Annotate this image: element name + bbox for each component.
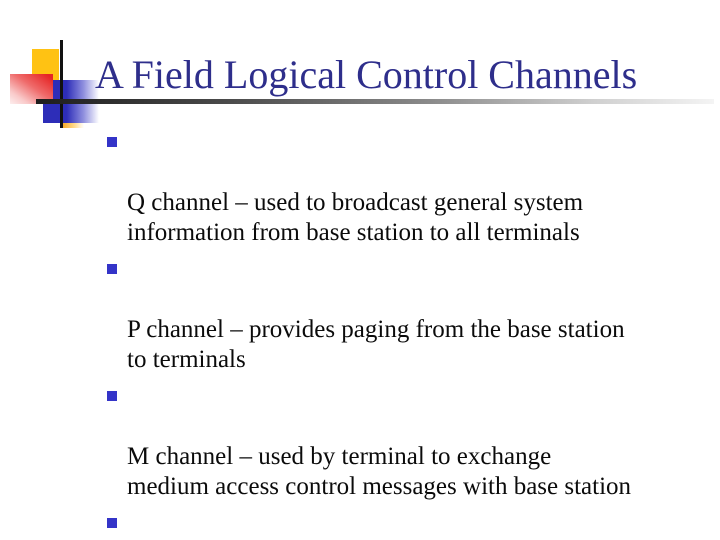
decorative-orange-square <box>62 119 84 128</box>
list-item: Q channel – used to broadcast general sy… <box>107 128 702 248</box>
list-item: P channel – provides paging from the bas… <box>107 255 702 375</box>
bullet-text: Q channel – used to broadcast general sy… <box>127 189 584 246</box>
title-divider-rule <box>36 99 714 104</box>
bullet-text: P channel – provides paging from the bas… <box>127 316 625 373</box>
bullet-square-icon <box>107 518 117 528</box>
list-item: M channel – used by terminal to exchange… <box>107 382 702 502</box>
slide-title: A Field Logical Control Channels <box>95 52 638 97</box>
bullet-square-icon <box>107 391 117 401</box>
bullet-square-icon <box>107 137 117 147</box>
decorative-vertical-line <box>60 40 63 128</box>
bullet-text: M channel – used by terminal to exchange… <box>127 443 632 500</box>
list-item: N channel – provides handshaking protoco… <box>107 509 702 540</box>
bullet-square-icon <box>107 264 117 274</box>
bullet-list: Q channel – used to broadcast general sy… <box>107 128 702 540</box>
